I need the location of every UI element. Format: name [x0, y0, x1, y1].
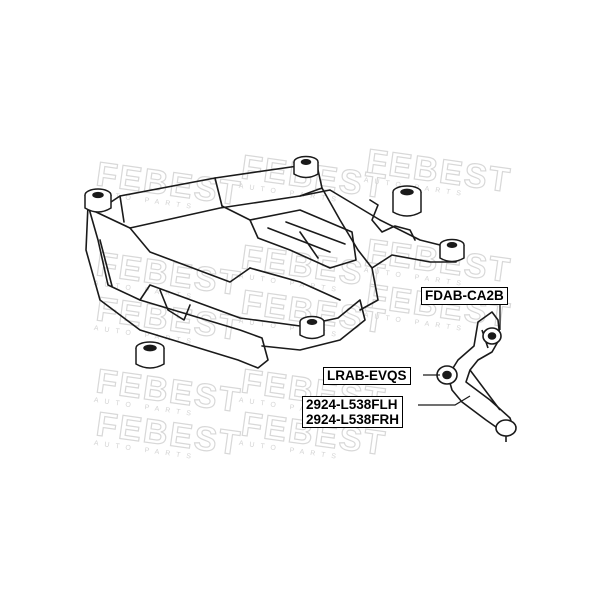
label-2924-l538flh: 2924-L538FLH: [306, 397, 398, 412]
label-fdab-ca2b[interactable]: FDAB-CA2B: [421, 287, 508, 305]
bracket-rod: [369, 199, 416, 241]
label-lrab-evqs[interactable]: LRAB-EVQS: [323, 367, 411, 385]
front-crossmember: [139, 284, 366, 351]
bushing-front-right: [439, 238, 465, 263]
loose-bushing-bottom: [135, 341, 165, 369]
bushing-rear-right: [293, 155, 319, 179]
leader-2924: [418, 395, 471, 406]
right-side-rail: [299, 189, 457, 311]
bushing-front-left: [299, 315, 325, 340]
loose-bushing-top: [392, 185, 422, 217]
bushings: [84, 155, 465, 369]
bushing-rear-left: [84, 188, 112, 213]
ball-joint: [495, 419, 517, 437]
label-2924-l538frh: 2924-L538FRH: [306, 412, 400, 427]
left-side-rail: [85, 204, 269, 369]
label-control-arm[interactable]: 2924-L538FLH 2924-L538FRH: [302, 396, 404, 428]
subframe: [85, 165, 457, 369]
rear-crossmember: [95, 165, 323, 229]
leader-lines: [418, 303, 501, 406]
centre-deck: [249, 209, 357, 269]
